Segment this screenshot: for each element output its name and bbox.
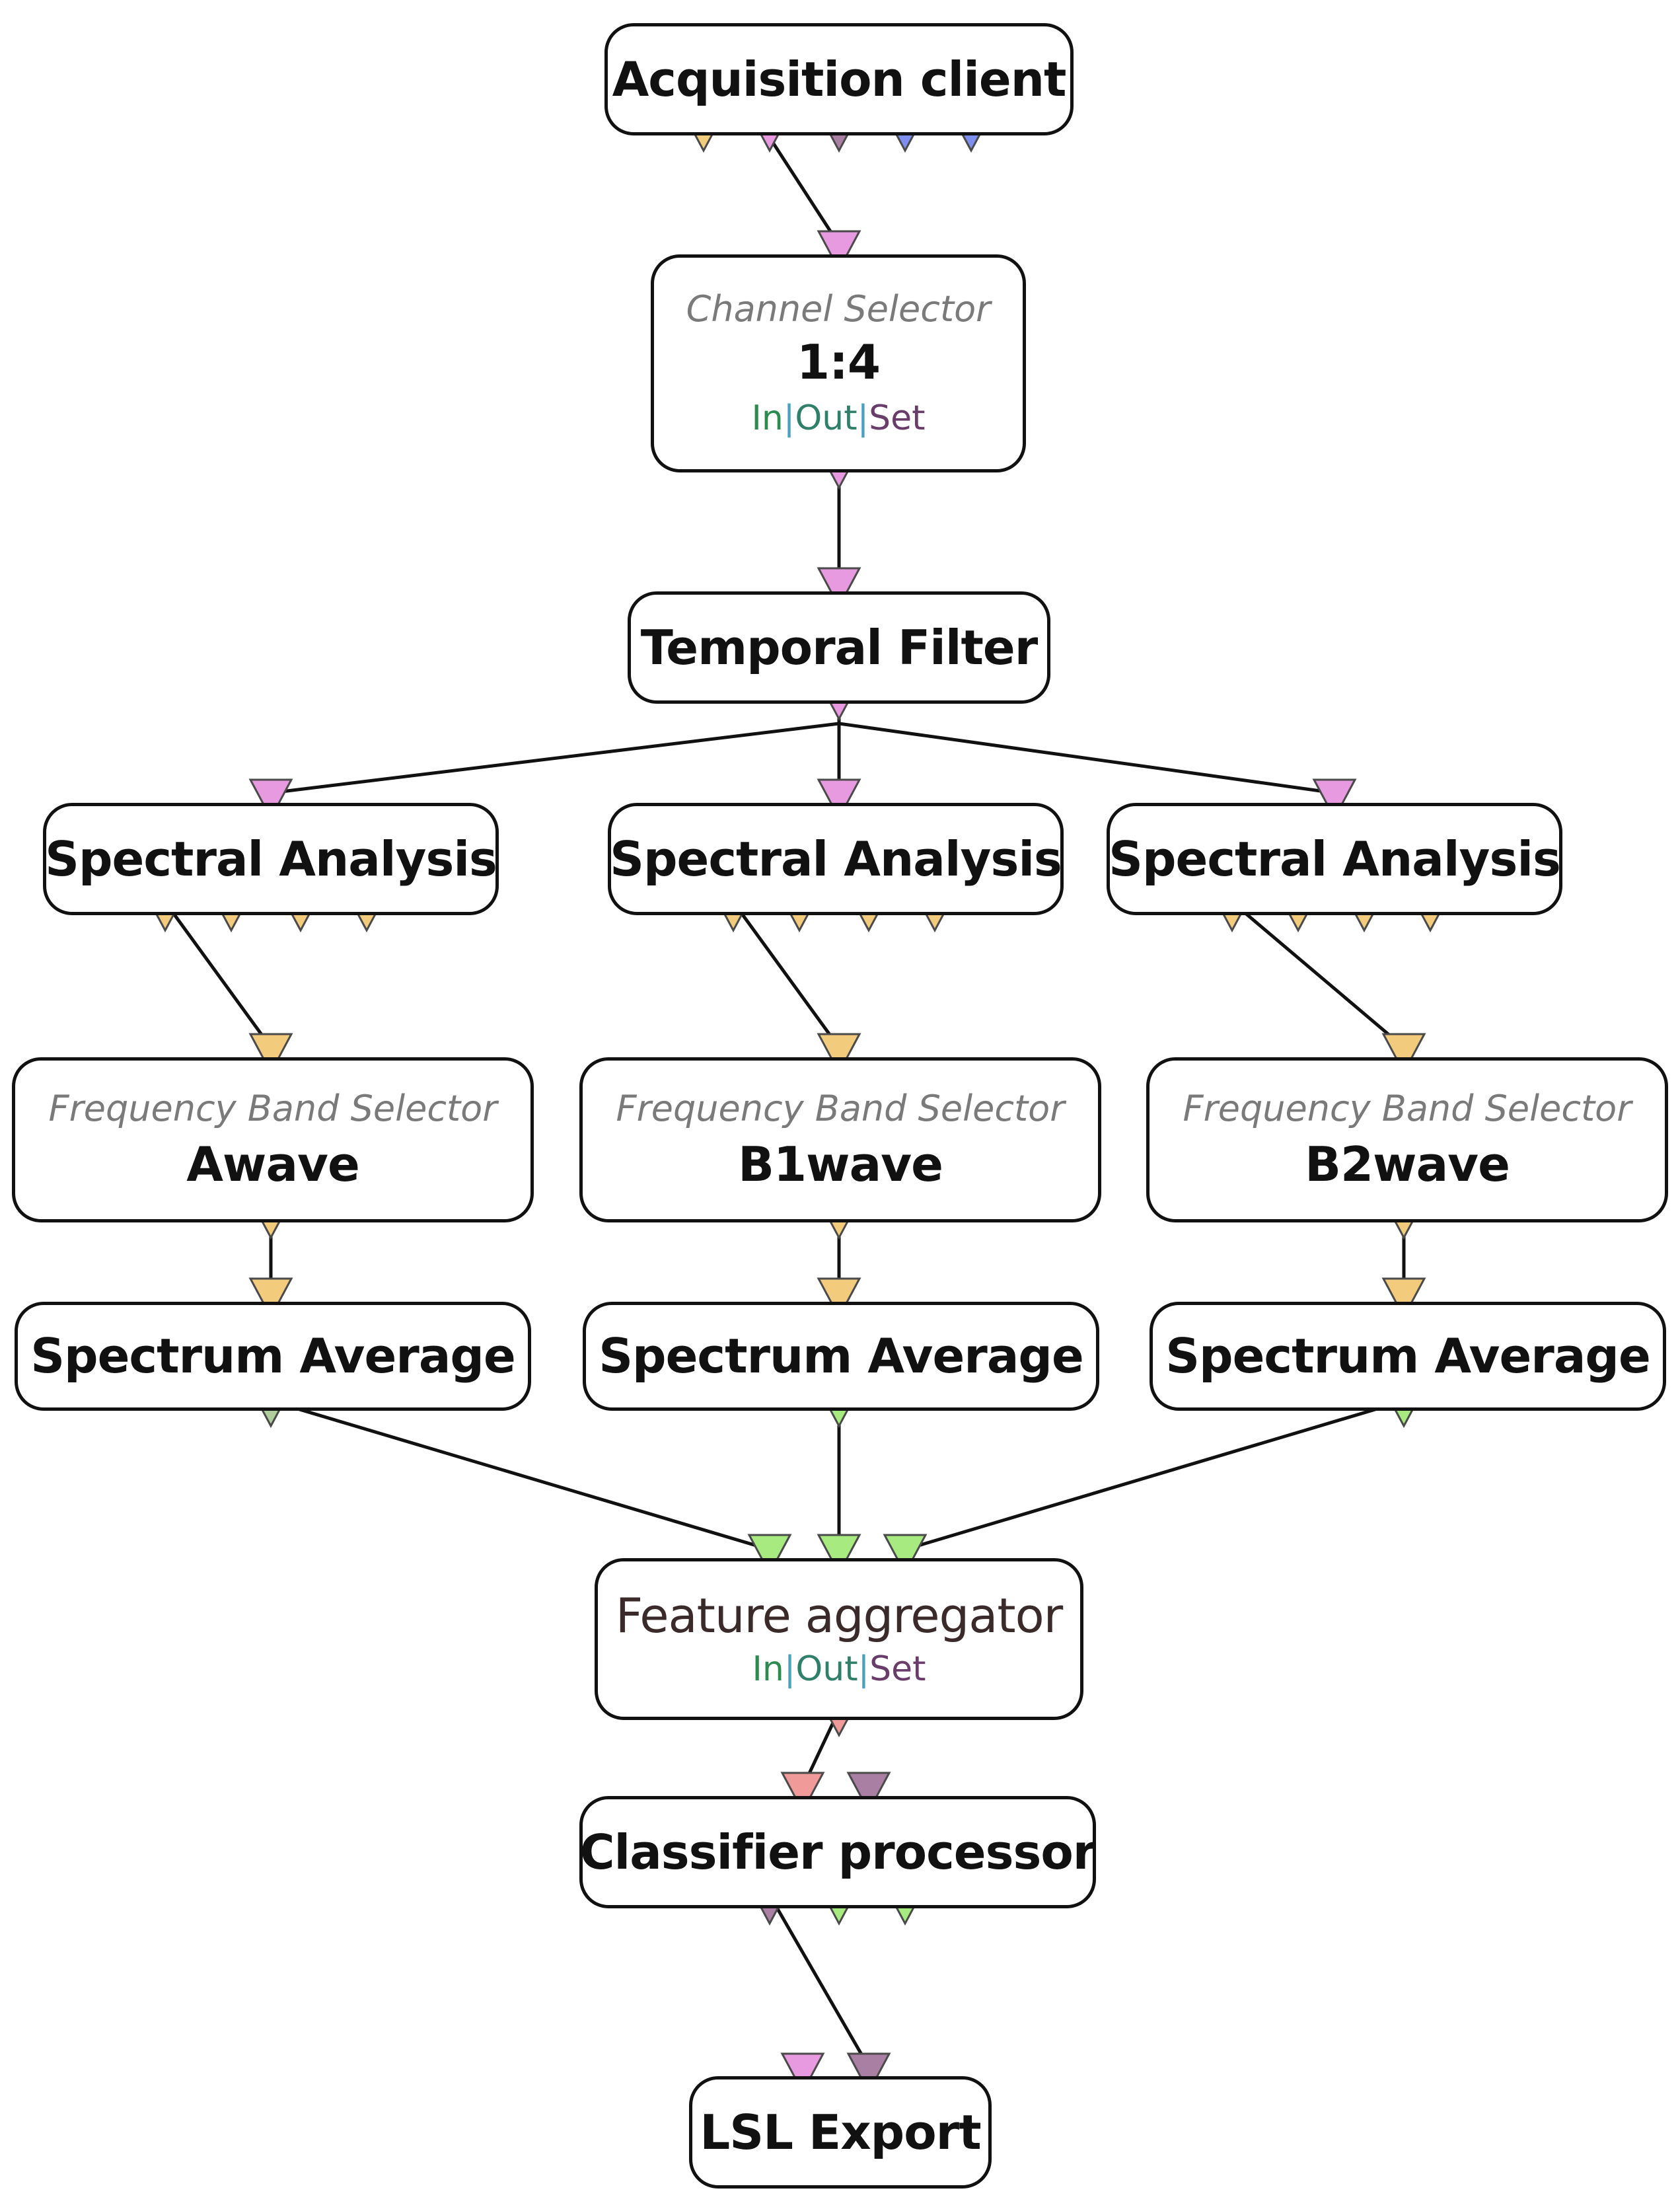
connection-wire[interactable] <box>1231 901 1405 1049</box>
node-spectrum-average-1[interactable]: Spectrum Average <box>15 1302 531 1411</box>
node-title: Spectrum Average <box>599 1328 1084 1384</box>
node-title: B1wave <box>738 1136 943 1192</box>
node-title: LSL Export <box>700 2104 981 2160</box>
input-port-icon[interactable] <box>817 1534 861 1576</box>
msg-in[interactable]: In <box>751 398 784 438</box>
node-title: Classifier processor <box>579 1824 1097 1880</box>
input-port-icon[interactable] <box>1381 1277 1426 1320</box>
message-settings: In|Out|Set <box>751 398 926 438</box>
input-port-icon[interactable] <box>846 1772 891 1814</box>
connection-wire[interactable] <box>838 722 1335 795</box>
node-frequency-band-selector-2[interactable]: Frequency Band Selector B1wave <box>579 1057 1101 1222</box>
msg-out[interactable]: Out <box>795 398 858 438</box>
input-port-icon[interactable] <box>883 1534 928 1576</box>
input-port-icon[interactable] <box>817 778 861 821</box>
node-title: Spectrum Average <box>1165 1328 1651 1384</box>
msg-in[interactable]: In <box>752 1649 784 1689</box>
input-port-icon[interactable] <box>248 1277 293 1320</box>
node-frequency-band-selector-1[interactable]: Frequency Band Selector Awave <box>12 1057 534 1222</box>
input-port-icon[interactable] <box>747 1534 792 1576</box>
connection-wire[interactable] <box>731 901 841 1049</box>
msg-set[interactable]: Set <box>869 398 926 438</box>
node-spectral-analysis-1[interactable]: Spectral Analysis <box>43 803 499 915</box>
node-title: Spectral Analysis <box>1109 831 1561 887</box>
input-port-icon[interactable] <box>817 1033 861 1075</box>
input-port-icon[interactable] <box>248 778 293 821</box>
node-feature-aggregator[interactable]: Feature aggregator In|Out|Set <box>595 1558 1083 1720</box>
input-port-icon[interactable] <box>817 567 861 609</box>
node-spectrum-average-2[interactable]: Spectrum Average <box>583 1302 1099 1411</box>
node-title: Temporal Filter <box>640 619 1039 675</box>
node-title: Spectral Analysis <box>610 831 1062 887</box>
node-subtitle: Frequency Band Selector <box>616 1087 1065 1129</box>
node-title: Spectral Analysis <box>45 831 497 887</box>
node-title: Spectrum Average <box>30 1328 516 1384</box>
node-subtitle: Channel Selector <box>686 287 991 330</box>
connection-wire[interactable] <box>270 1399 770 1552</box>
input-port-icon[interactable] <box>1312 778 1357 821</box>
message-settings: In|Out|Set <box>752 1649 926 1689</box>
node-title: 1:4 <box>797 334 881 390</box>
connection-wire[interactable] <box>163 901 273 1049</box>
node-spectrum-average-3[interactable]: Spectrum Average <box>1150 1302 1666 1411</box>
node-channel-selector[interactable]: Channel Selector 1:4 In|Out|Set <box>651 254 1026 472</box>
node-classifier-processor[interactable]: Classifier processor <box>579 1796 1096 1908</box>
input-port-icon[interactable] <box>846 2052 891 2095</box>
connection-wire[interactable] <box>768 1894 871 2068</box>
node-lsl-export[interactable]: LSL Export <box>689 2076 992 2189</box>
connection-wire[interactable] <box>270 722 840 795</box>
node-title: Feature aggregator <box>615 1588 1064 1644</box>
node-title: B2wave <box>1305 1136 1510 1192</box>
connection-wire[interactable] <box>904 1399 1405 1552</box>
input-port-icon[interactable] <box>817 230 861 272</box>
msg-out[interactable]: Out <box>795 1649 858 1689</box>
node-title: Acquisition client <box>612 51 1067 107</box>
node-spectral-analysis-2[interactable]: Spectral Analysis <box>608 803 1064 915</box>
input-port-icon[interactable] <box>817 1277 861 1320</box>
node-acquisition-client[interactable]: Acquisition client <box>604 23 1074 135</box>
input-port-icon[interactable] <box>248 1033 293 1075</box>
msg-set[interactable]: Set <box>869 1649 926 1689</box>
node-temporal-filter[interactable]: Temporal Filter <box>628 591 1050 704</box>
node-frequency-band-selector-3[interactable]: Frequency Band Selector B2wave <box>1146 1057 1668 1222</box>
node-subtitle: Frequency Band Selector <box>48 1087 497 1129</box>
node-spectral-analysis-3[interactable]: Spectral Analysis <box>1107 803 1562 915</box>
input-port-icon[interactable] <box>1381 1033 1426 1075</box>
node-title: Awave <box>186 1136 360 1192</box>
node-subtitle: Frequency Band Selector <box>1183 1087 1632 1129</box>
input-port-icon[interactable] <box>780 2052 825 2095</box>
input-port-icon[interactable] <box>780 1772 825 1814</box>
